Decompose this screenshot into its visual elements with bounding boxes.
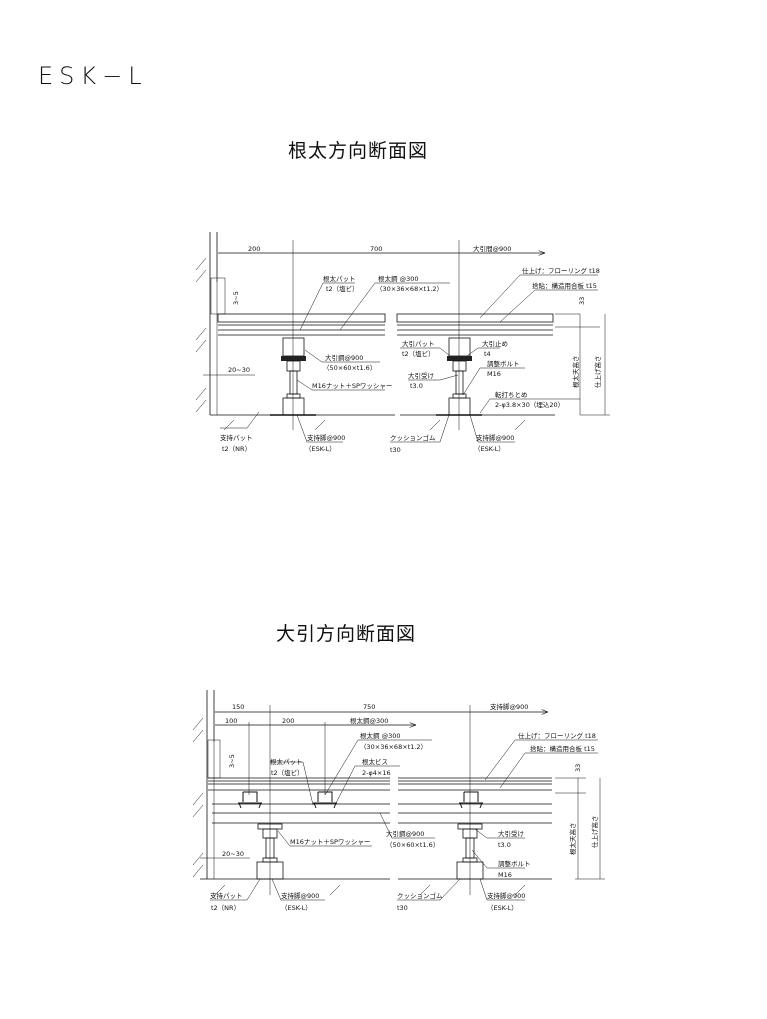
label-beam: 大引鋼@900 <box>386 829 424 838</box>
dim-gap: 3~5 <box>232 291 240 305</box>
pedestal-left <box>270 337 316 416</box>
dim-leg-pitch: 支持脚@900 <box>490 702 528 711</box>
dim-200: 200 <box>282 717 294 725</box>
label-leg-2-model: （ESK-L） <box>474 445 505 453</box>
dim-150: 150 <box>232 703 244 711</box>
label-joist-pad-t: t2（塩ビ） <box>271 768 304 777</box>
dim-joist-height: 根太天高さ <box>568 823 577 856</box>
label-beam-stop: 大引止め <box>482 339 508 348</box>
flooring-right <box>396 313 554 323</box>
label-subfloor: 捨貼：構造用合板 t15 <box>530 744 595 753</box>
dim-beam-pitch: 大引間@900 <box>473 244 511 253</box>
pedestal-left <box>256 823 284 880</box>
label-joist-spec: （30×36×68×t1.2） <box>376 285 443 293</box>
label-beam-seat: 大引受け <box>498 829 524 838</box>
label-leg: 支持脚@900 <box>307 433 345 442</box>
label-support-pad-t: t2（NR） <box>222 445 251 453</box>
dim-joist-height: 根太天高さ <box>571 356 580 389</box>
label-nut: M16ナット＋SPワッシャー <box>290 838 370 846</box>
dim-finish-height: 仕上げ高さ <box>593 356 602 389</box>
label-beam-pad-t: t2（塩ビ） <box>402 349 435 358</box>
label-screw: 根太ビス <box>362 757 388 766</box>
label-bolt: 調整ボルト <box>498 859 531 868</box>
label-nail-spec: 2-φ3.8×30（埋込20） <box>495 400 564 409</box>
label-finish: 仕上げ：フローリング t18 <box>522 266 600 275</box>
label-nail: 転打ちとめ <box>495 390 528 399</box>
section-title-beam-direction: 大引方向断面図 <box>276 623 417 645</box>
label-bolt: 調整ボルト <box>487 359 520 368</box>
drawing-title: ESK−L <box>38 62 148 90</box>
dim-200: 200 <box>248 245 260 253</box>
label-beam-stop-t: t4 <box>484 350 491 358</box>
labels-section2: 仕上げ：フローリング t18 捨貼：構造用合板 t15 根太鋼 @300 （30… <box>210 731 596 912</box>
label-bolt-m: M16 <box>498 871 512 879</box>
label-leg-2: 支持脚@900 <box>487 891 525 900</box>
label-beam-pad: 大引パット <box>402 339 435 348</box>
label-beam-spec: （50×60×t1.6） <box>323 364 376 372</box>
dim-33: 33 <box>574 764 582 772</box>
joist-brackets <box>238 791 483 809</box>
label-beam-seat-t: t3.0 <box>498 841 511 849</box>
label-cushion-t: t30 <box>390 446 401 454</box>
label-cushion-t: t30 <box>397 904 408 912</box>
labels-section1: 仕上げ：フローリング t18 捨貼：構造用合板 t15 根太パット t2（塩ビ）… <box>220 266 600 454</box>
dim-side: 20~30 <box>228 366 250 374</box>
label-leg-model: （ESK-L） <box>281 904 312 912</box>
beam-direction-section: 150 750 支持脚@900 100 200 根太鋼@300 3~5 20~3… <box>192 690 605 912</box>
label-beam-seat-t: t3.0 <box>410 382 423 390</box>
label-support-pad: 支持パット <box>210 891 243 900</box>
dim-33: 33 <box>578 297 586 305</box>
section-title-joist-direction: 根太方向断面図 <box>288 140 429 162</box>
label-leg-2: 支持脚@900 <box>476 433 514 442</box>
label-nut: M16ナット＋SPワッシャー <box>312 382 392 390</box>
label-leg-model: （ESK-L） <box>305 445 336 453</box>
label-joist-pad: 根太パット <box>270 757 303 766</box>
dim-gap: 3~5 <box>228 754 236 768</box>
dim-side: 20~30 <box>222 850 244 858</box>
label-support-pad-t: t2（NR） <box>211 904 240 912</box>
dim-joist-pitch: 根太鋼@300 <box>350 716 388 725</box>
label-support-pad: 支持パット <box>220 433 253 442</box>
pedestal-right <box>436 337 482 416</box>
label-beam-spec: （50×60×t1.6） <box>386 841 439 849</box>
label-joist-pad: 根太パット <box>323 274 356 283</box>
label-screw-spec: 2-φ4×16 <box>362 769 391 777</box>
label-beam-seat: 大引受け <box>408 371 434 380</box>
label-joist-pad-t: t2（塩ビ） <box>326 284 359 293</box>
label-subfloor: 捨貼：構造用合板 t15 <box>532 281 597 290</box>
label-bolt-m: M16 <box>487 370 501 378</box>
flooring-left <box>217 313 386 323</box>
dim-100: 100 <box>225 717 237 725</box>
label-joist: 根太鋼 @300 <box>378 274 418 283</box>
label-finish: 仕上げ：フローリング t18 <box>518 731 596 740</box>
label-beam: 大引鋼@900 <box>325 353 363 362</box>
label-leg: 支持脚@900 <box>281 891 319 900</box>
dim-finish-height: 仕上げ高さ <box>590 816 599 849</box>
label-cushion: クッションゴム <box>397 891 443 900</box>
label-joist-spec: （30×36×68×t1.2） <box>360 743 427 751</box>
dim-750: 750 <box>363 703 375 711</box>
dim-700: 700 <box>370 245 382 253</box>
wall <box>192 690 221 879</box>
label-cushion: クッションゴム <box>390 433 436 442</box>
label-joist: 根太鋼 @300 <box>360 731 400 740</box>
pedestal-right <box>456 823 484 880</box>
label-leg-2-model: （ESK-L） <box>487 904 518 912</box>
wall <box>195 232 226 415</box>
joist-direction-section: 200 700 大引間@900 3~5 20~30 <box>195 232 610 454</box>
